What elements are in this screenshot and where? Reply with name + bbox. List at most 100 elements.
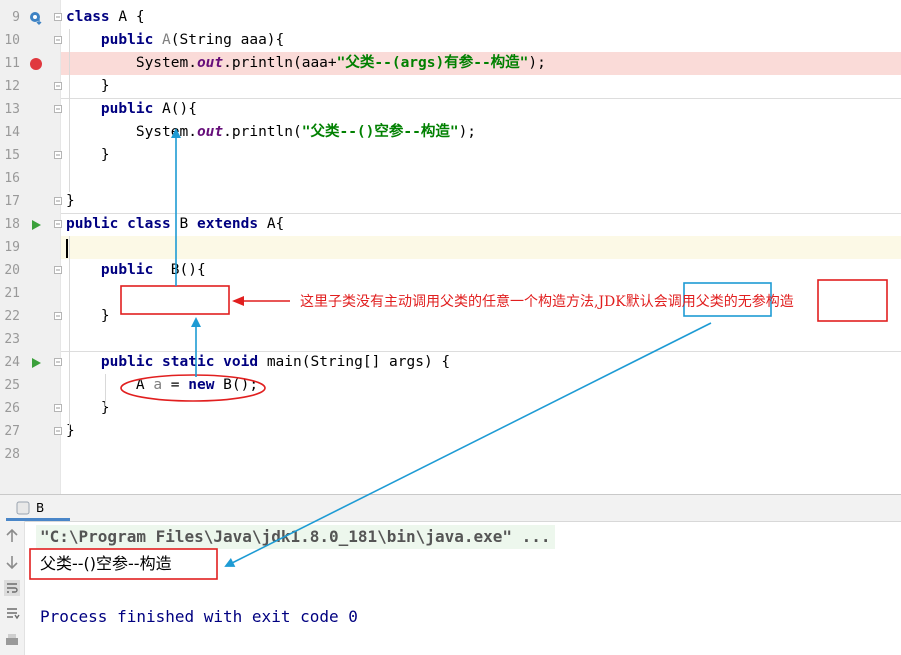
code-text[interactable]: } [61, 305, 901, 328]
run-icon[interactable] [29, 218, 43, 232]
run-tool-window[interactable]: B "C:\Program Files\Java\jdk1.8.0_181\bi… [0, 494, 901, 655]
code-token: A [162, 32, 171, 48]
code-line[interactable]: 19 [0, 236, 901, 259]
code-token [153, 32, 162, 48]
fold-icon[interactable] [54, 220, 62, 228]
code-line[interactable]: 15 } [0, 144, 901, 167]
code-token: static [162, 354, 215, 370]
scroll-to-end-icon[interactable] [3, 605, 21, 623]
scroll-up-icon[interactable] [3, 527, 21, 545]
code-text[interactable] [61, 167, 901, 190]
code-token [66, 101, 101, 117]
code-line[interactable]: 10 public A(String aaa){ [0, 29, 901, 52]
code-line[interactable]: 27} [0, 420, 901, 443]
fold-icon[interactable] [54, 427, 62, 435]
code-line[interactable]: 12 } [0, 75, 901, 98]
fold-icon[interactable] [54, 197, 62, 205]
code-text[interactable] [61, 443, 901, 466]
code-line[interactable]: 23 [0, 328, 901, 351]
code-line[interactable]: 24 public static void main(String[] args… [0, 351, 901, 374]
breakpoint-icon[interactable] [29, 57, 43, 71]
code-line[interactable]: 13 public A(){ [0, 98, 901, 121]
code-token: (String aaa){ [170, 32, 285, 48]
run-icon[interactable] [29, 356, 43, 370]
code-text[interactable] [61, 328, 901, 351]
print-icon[interactable] [3, 631, 21, 649]
scroll-down-icon[interactable] [3, 553, 21, 571]
fold-icon[interactable] [54, 404, 62, 412]
implemented-icon[interactable] [29, 11, 43, 25]
code-token: ); [458, 124, 477, 140]
code-text[interactable]: } [61, 144, 901, 167]
run-tab-bar: B [0, 495, 901, 522]
fold-icon[interactable] [54, 151, 62, 159]
code-line[interactable]: 17} [0, 190, 901, 213]
code-line[interactable]: 14 System.out.println("父类--()空参--构造"); [0, 121, 901, 144]
code-token: A [66, 377, 154, 393]
code-text[interactable]: } [61, 75, 901, 98]
line-number: 25 [4, 378, 20, 393]
code-token [66, 354, 101, 370]
line-number: 23 [4, 332, 20, 347]
code-line[interactable]: 28 [0, 443, 901, 466]
code-text[interactable]: public A(){ [61, 98, 901, 121]
code-line[interactable]: 20 public B(){ [0, 259, 901, 282]
code-token: a [153, 377, 163, 393]
line-number: 24 [4, 355, 20, 370]
code-token: A(){ [153, 101, 197, 117]
fold-icon[interactable] [54, 312, 62, 320]
code-text[interactable] [61, 236, 901, 259]
method-separator [61, 213, 901, 214]
fold-icon[interactable] [54, 105, 62, 113]
line-number: 11 [4, 56, 20, 71]
code-line[interactable]: 26 } [0, 397, 901, 420]
soft-wrap-icon[interactable] [3, 579, 21, 597]
code-token: main(String[] args) { [258, 354, 451, 370]
fold-icon[interactable] [54, 82, 62, 90]
code-text[interactable]: } [61, 420, 901, 443]
code-text[interactable]: } [61, 190, 901, 213]
indent-guide [69, 29, 70, 192]
code-text[interactable]: public B(){ [61, 259, 901, 282]
code-text[interactable]: class A { [61, 6, 901, 29]
code-line[interactable]: 21 [0, 282, 901, 305]
fold-icon[interactable] [54, 266, 62, 274]
code-text[interactable]: System.out.println(aaa+"父类--(args)有参--构造… [61, 52, 901, 75]
code-token: } [66, 423, 75, 439]
code-token: public [100, 262, 154, 278]
code-token: } [66, 193, 75, 209]
code-token: B(); [214, 377, 259, 393]
code-token: new [188, 377, 215, 393]
run-tab-b[interactable]: B [6, 495, 71, 521]
line-number: 27 [4, 424, 20, 439]
indent-guide [69, 236, 70, 429]
code-token: } [66, 308, 110, 324]
fold-icon[interactable] [54, 36, 62, 44]
java-class-icon [16, 501, 30, 515]
run-toolbar [0, 521, 25, 655]
line-number: 14 [4, 125, 20, 140]
code-line[interactable]: 11 System.out.println(aaa+"父类--(args)有参-… [0, 52, 901, 75]
code-token: public [100, 32, 154, 48]
code-text[interactable]: A a = new B(); [61, 374, 901, 397]
code-text[interactable]: System.out.println("父类--()空参--构造"); [61, 121, 901, 144]
code-text[interactable]: public static void main(String[] args) { [61, 351, 901, 374]
code-text[interactable]: } [61, 397, 901, 420]
code-line[interactable]: 16 [0, 167, 901, 190]
code-text[interactable]: public class B extends A{ [61, 213, 901, 236]
code-line[interactable]: 25 A a = new B(); [0, 374, 901, 397]
fold-icon[interactable] [54, 13, 62, 21]
code-token: extends [196, 216, 259, 232]
method-separator [61, 98, 901, 99]
fold-icon[interactable] [54, 358, 62, 366]
code-token: ); [528, 55, 546, 71]
code-token: = [162, 377, 189, 393]
line-number: 12 [4, 79, 20, 94]
code-token: public [100, 354, 154, 370]
code-text[interactable]: public A(String aaa){ [61, 29, 901, 52]
editor-gutter[interactable] [0, 0, 61, 494]
code-line[interactable]: 22 } [0, 305, 901, 328]
